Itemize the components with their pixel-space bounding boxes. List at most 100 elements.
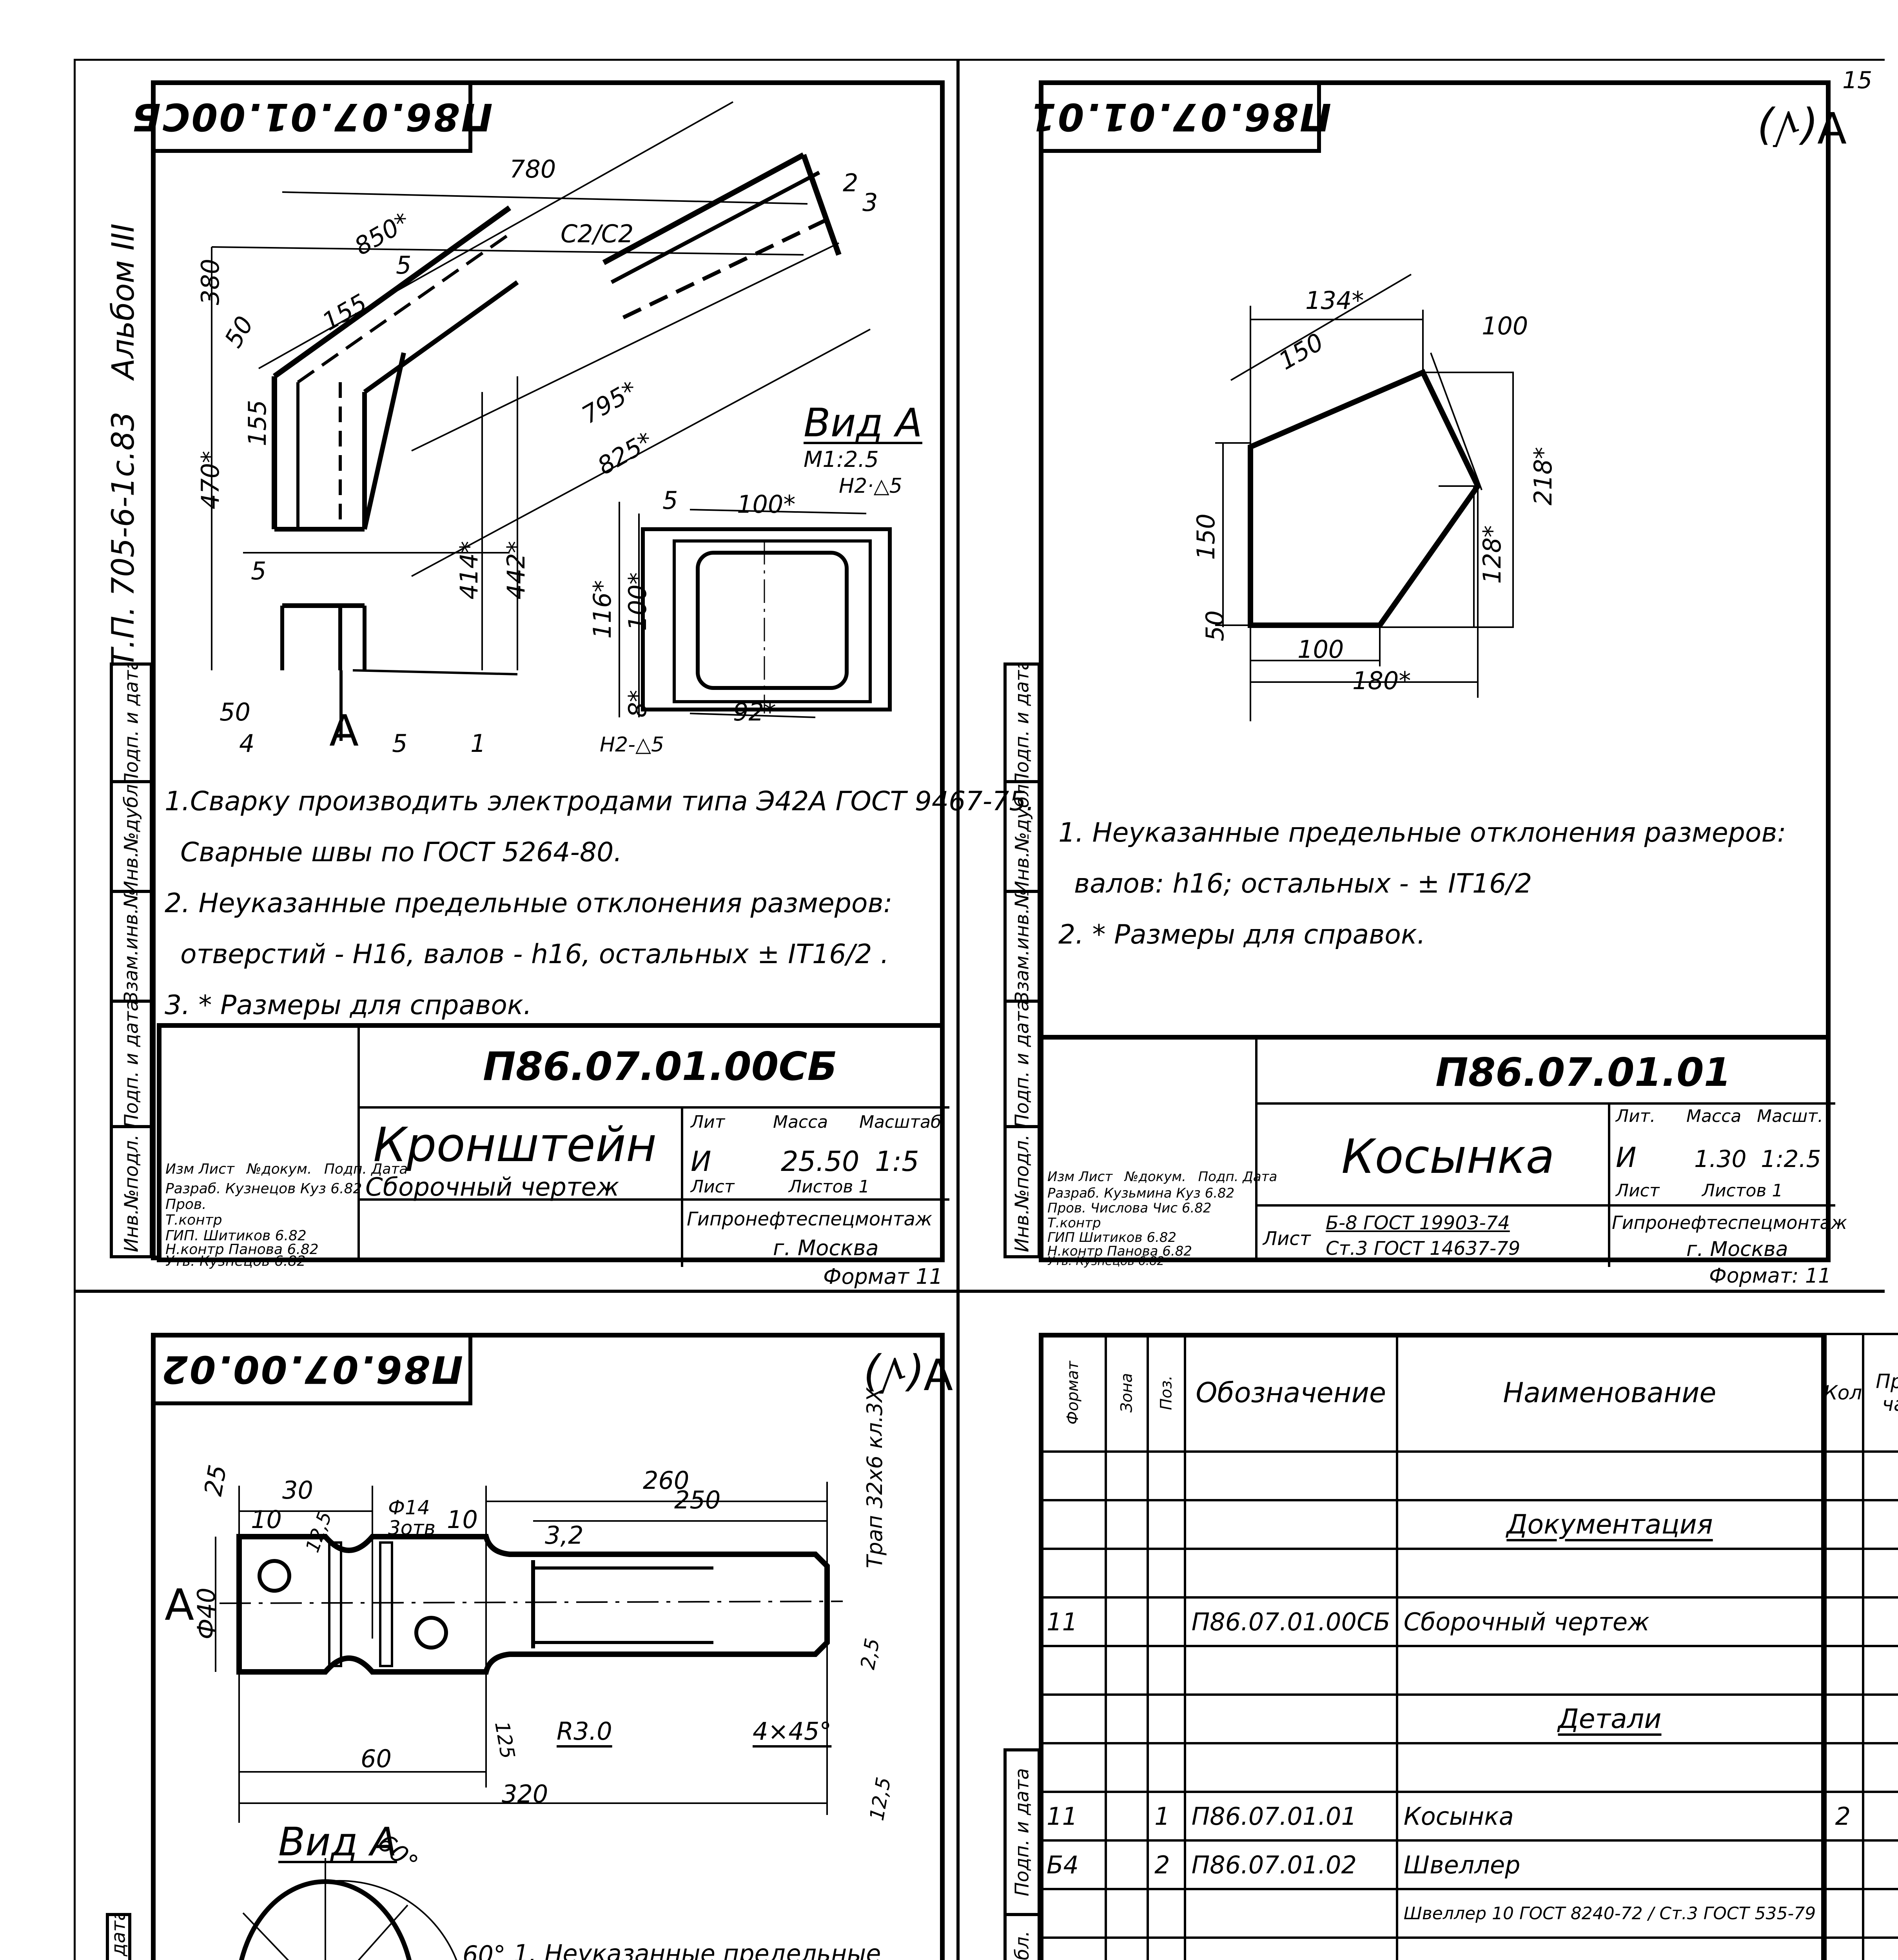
screw-dim-30: 30: [282, 1476, 313, 1504]
gusset-dim-180: 180*: [1352, 666, 1411, 695]
cell-name: [1395, 1450, 1824, 1501]
tb-role: Т.контр: [1047, 1215, 1101, 1231]
tb-code: П86.07.01.00СБ: [483, 1044, 837, 1089]
tb-row-gip: ГИП. Шитиков 6.82: [165, 1228, 307, 1244]
assembly-notes: 1.Сварку производить электродами типа Э4…: [165, 776, 1034, 1031]
margin-cell: Инв.№дубл.: [1007, 1916, 1038, 1960]
tb-material-bottom: Ст.3 ГОСТ 14637-79: [1326, 1238, 1521, 1259]
note-line: валов: h16; остальных - ± IT16/2: [1074, 868, 1532, 899]
tb-header-cell: Изм: [165, 1161, 194, 1177]
cell-format: [1038, 1645, 1107, 1696]
cell-name: Косынка: [1395, 1791, 1824, 1842]
callout-4: 4: [239, 729, 255, 758]
tb-sheets-label: Листов 1: [1702, 1181, 1783, 1201]
sheet-gusset-upside-code: П86.07.01.01: [1029, 80, 1331, 153]
cell-pos: 2: [1147, 1839, 1186, 1890]
tb-divider: [1255, 1204, 1835, 1207]
tb-city: г. Москва: [773, 1236, 879, 1260]
cell-pos: [1147, 1936, 1186, 1960]
callout-2: 2: [843, 169, 858, 197]
screw-dim-320: 320: [502, 1780, 548, 1808]
margin-cell: Подп. и дата: [113, 1003, 150, 1128]
cell-note: [1862, 1499, 1898, 1550]
cell-format: [1038, 1499, 1107, 1550]
cell-qty: [1821, 1596, 1865, 1647]
note-line: 3. * Размеры для справок.: [165, 990, 532, 1021]
cell-format: [1038, 1693, 1107, 1744]
cell-qty: [1821, 1742, 1865, 1793]
tb-role: ГИП: [1047, 1230, 1075, 1245]
col-pos: Поз.: [1147, 1333, 1186, 1453]
tb-name: Кронштейн: [373, 1118, 657, 1172]
cell-pos: [1147, 1645, 1186, 1696]
screw-dim-250: 250: [674, 1486, 721, 1514]
tb-header-cell: Подп.: [1198, 1169, 1239, 1185]
tb-divider: [357, 1028, 360, 1258]
tb-header-cell: Лист: [198, 1161, 234, 1177]
tb-row-tcontrol: Т.контр: [1047, 1215, 1101, 1231]
tb-scale-value: 1:5: [875, 1145, 919, 1178]
callout-5-top: 5: [396, 251, 412, 279]
cell-format: [1038, 1450, 1107, 1501]
margin-stamp-sheet-2: Подп. и дата Инв.№дубл. Взам.инв.№ Подп.…: [1003, 662, 1041, 1258]
cell-pos: 1: [1147, 1791, 1186, 1842]
cell-zone: [1105, 1596, 1149, 1647]
page-middle-horizontal-divider: [74, 1290, 1885, 1293]
cell-qty: [1821, 1888, 1865, 1939]
cell-designation: [1183, 1645, 1398, 1696]
margin-cell: Подп. и дата: [1007, 1003, 1038, 1128]
cell-zone: [1105, 1548, 1149, 1599]
tb-role: Н.контр: [1047, 1243, 1103, 1259]
tb-sign: Куз: [1176, 1185, 1201, 1201]
cell-designation: [1183, 1450, 1398, 1501]
note-line: 1.Сварку производить электродами типа Э4…: [165, 786, 1035, 817]
screw-dim-dia-40: Ф40: [192, 1588, 221, 1640]
cell-note: [1862, 1693, 1898, 1744]
cell-designation: [1183, 1499, 1398, 1550]
col-note: Приме-чание: [1862, 1333, 1898, 1453]
cell-name: Сборочный чертеж: [1395, 1596, 1824, 1647]
tb-header-cell: Лист: [1078, 1169, 1113, 1185]
tb-date: 6.82: [274, 1253, 306, 1269]
margin-label: Подп. и дата: [1011, 1768, 1033, 1896]
cell-zone: [1105, 1499, 1149, 1550]
view-a-label: Вид А: [804, 400, 922, 446]
sheet-assembly-upside-code: П86.07.01.00СБ: [131, 80, 493, 153]
cell-format: [1038, 1888, 1107, 1939]
tb-subtitle: Сборочный чертеж: [365, 1173, 619, 1202]
tb-person: Шитиков: [203, 1228, 271, 1244]
tb-date: 6.82: [1147, 1230, 1177, 1245]
tb-role: Утв.: [1047, 1254, 1072, 1268]
screw-view-arrow-a: А: [165, 1580, 194, 1630]
table-row: [1038, 1450, 1898, 1501]
cell-format: Б4: [1038, 1839, 1107, 1890]
table-row: [1038, 1548, 1898, 1599]
title-block-assembly: П86.07.01.00СБ Кронштейн Сборочный черте…: [157, 1023, 949, 1269]
cell-designation: [1183, 1888, 1398, 1939]
cell-zone: [1105, 1693, 1149, 1744]
tb-lit-label: Лит: [691, 1112, 725, 1132]
tb-divider: [681, 1106, 683, 1267]
tb-person: Кузьмина: [1104, 1185, 1172, 1201]
cell-note: [1862, 1645, 1898, 1696]
tb-date: 6.82: [1181, 1200, 1212, 1216]
cell-designation: П86.07.01.00СБ: [1183, 1596, 1398, 1647]
tb-divider: [1255, 1102, 1835, 1105]
tb-role: Разраб.: [165, 1181, 221, 1197]
page-top-edge: [74, 59, 1885, 61]
tb-scale-label: Масштаб: [859, 1112, 942, 1132]
tb-date: 6.82: [1162, 1243, 1192, 1259]
screw-view-a-label: Вид А: [278, 1819, 397, 1865]
col-format: Формат: [1038, 1333, 1107, 1453]
tb-lit-value: И: [1616, 1142, 1637, 1174]
tb-lit-value: И: [691, 1145, 711, 1178]
cell-qty: [1821, 1548, 1865, 1599]
view-dim-100-h: 100*: [737, 490, 796, 519]
weld-mark-top: Н2·△5: [839, 474, 902, 498]
title-block-gusset: П86.07.01.01 Косынка Лит. Масса Масшт. И…: [1039, 1035, 1847, 1268]
col-zone: Зона: [1105, 1333, 1149, 1453]
tb-code: П86.07.01.01: [1435, 1049, 1731, 1095]
note-line: Сварные швы по ГОСТ 5264-80.: [180, 837, 622, 868]
tb-person: Кузнецов: [225, 1181, 296, 1197]
